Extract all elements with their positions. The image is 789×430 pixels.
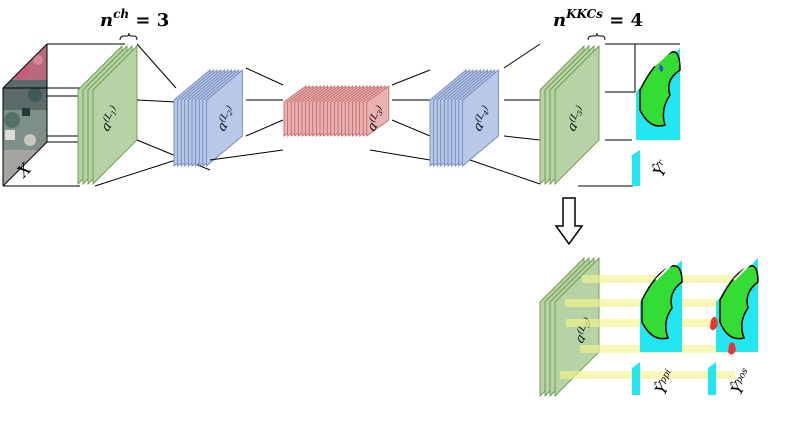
nch-brace: [119, 32, 138, 41]
layer-l2-stack: [173, 69, 243, 167]
layer-l5-stack: [539, 44, 600, 186]
output-map-upper: Ŷr: [632, 45, 681, 186]
layer-l3-stack: [283, 85, 390, 137]
down-arrow-icon: [554, 197, 584, 246]
feature-map-sheet: [554, 44, 600, 186]
layer-l6-stack: [539, 256, 600, 398]
nkkcs-brace: [587, 32, 606, 41]
nch-label: nch = 3: [100, 7, 169, 31]
feature-map-sheet: [461, 69, 499, 167]
output-map-pos: Ŷpos: [708, 257, 759, 398]
feature-map-sheet: [205, 69, 243, 167]
feature-map-sheet: [366, 85, 390, 137]
nkkcs-label: nKKCs = 4: [553, 7, 643, 31]
layer-l1-stack: [77, 44, 138, 186]
output-box-lines: [578, 43, 680, 187]
output-pos-label: Ŷpos: [726, 365, 757, 398]
output-ppi-label: Ŷppi: [650, 366, 680, 398]
layer-l4-stack: [429, 69, 499, 167]
output-map-ppi: Ŷppi: [632, 257, 683, 398]
output-pred-label: Ŷr: [648, 157, 673, 180]
